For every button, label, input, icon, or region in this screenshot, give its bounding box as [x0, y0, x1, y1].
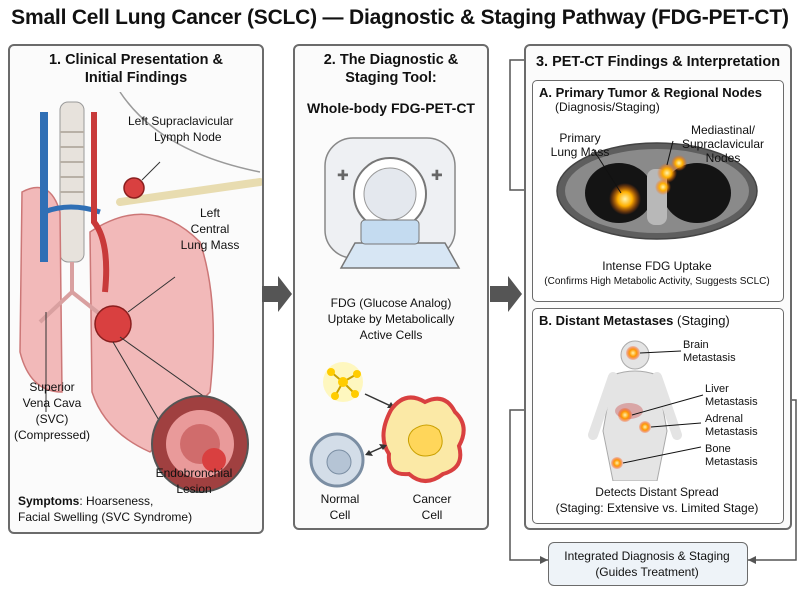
label-endo-1: Endobronchial [155, 466, 233, 480]
final-line1: Integrated Diagnosis & Staging [564, 549, 730, 563]
cancer-cell-label-1: Cancer [412, 492, 452, 506]
subB-heading-bold: B. Distant Metastases [539, 313, 674, 328]
ct-axial-image [556, 140, 758, 240]
body-metastasis-illustration [588, 340, 704, 481]
label-mass-2: Central [190, 222, 230, 236]
symptoms-label: Symptoms [18, 494, 80, 508]
panel3-heading: 3. PET-CT Findings & Interpretation [535, 54, 781, 70]
label-svc-3: (SVC) [35, 412, 69, 426]
fdg-molecule [338, 377, 348, 387]
detects-spread: Detects Distant Spread [595, 485, 719, 499]
bone-met-spot [611, 457, 623, 469]
uptake-label: Intense FDG Uptake [602, 259, 712, 273]
label-brain-1: Brain [683, 339, 709, 351]
cancer-cell-label-2: Cell [421, 508, 443, 522]
thorax-illustration [19, 92, 262, 493]
node-uptake-spot-1 [657, 163, 677, 183]
staging-note: (Staging: Extensive vs. Limited Stage) [555, 501, 759, 515]
label-primary-1: Primary [559, 131, 601, 145]
subpanel-primary-tumor: A. Primary Tumor & Regional Nodes (Diagn… [532, 80, 784, 302]
fdg-line2: Uptake by Metabolically [327, 312, 455, 326]
symptoms-line1: Symptoms: Hoarseness, [18, 494, 153, 508]
panel-clinical-presentation: 1. Clinical Presentation & Initial Findi… [8, 44, 264, 534]
pet-ct-scanner-illustration: ✚ ✚ [324, 137, 461, 269]
page-title: Small Cell Lung Cancer (SCLC) — Diagnost… [11, 6, 789, 29]
symptoms-text1: : Hoarseness, [79, 494, 154, 508]
right-lung [19, 186, 63, 393]
label-adrenal-1: Adrenal [705, 413, 743, 425]
panel-diagnostic-tool: 2. The Diagnostic & Staging Tool: Whole-… [293, 44, 489, 530]
label-bone-2: Metastasis [705, 456, 758, 468]
final-line2: (Guides Treatment) [595, 565, 699, 579]
label-nodes-2: Supraclavicular [681, 137, 765, 151]
label-svc-1: Superior [29, 380, 75, 394]
label-adrenal-2: Metastasis [705, 426, 758, 438]
label-liver-2: Metastasis [705, 396, 758, 408]
panel1-heading-line1: 1. Clinical Presentation & [48, 52, 224, 68]
label-svc-2: Vena Cava [22, 396, 82, 410]
label-supraclavicular-1: Left Supraclavicular [128, 114, 234, 128]
label-nodes-1: Mediastinal/ [690, 123, 756, 137]
adrenal-met-spot [639, 421, 651, 433]
panel-petct-findings: 3. PET-CT Findings & Interpretation A. P… [524, 44, 792, 530]
subB-heading: B. Distant Metastases (Staging) [539, 313, 730, 328]
central-lung-mass [94, 305, 132, 343]
label-svc-4: (Compressed) [13, 428, 91, 442]
integrated-diagnosis-box: Integrated Diagnosis & Staging (Guides T… [548, 542, 748, 586]
normal-cell-label-2: Cell [329, 508, 351, 522]
node-uptake-spot-3 [655, 179, 671, 195]
normal-cell-label-1: Normal [320, 492, 360, 506]
arrow-right-2 [490, 276, 522, 312]
label-brain-2: Metastasis [683, 352, 736, 364]
label-supraclavicular-2: Lymph Node [154, 130, 222, 144]
node-uptake-spot-2 [671, 155, 687, 171]
label-primary-2: Lung Mass [550, 145, 610, 159]
svg-text:✚: ✚ [431, 168, 443, 184]
subA-heading: A. Primary Tumor & Regional Nodes [539, 85, 762, 100]
panel2-heading-line1: 2. The Diagnostic & [323, 52, 459, 68]
fdg-line1: FDG (Glucose Analog) [330, 296, 452, 310]
panel2-heading-line2: Staging Tool: [345, 70, 437, 86]
uptake-confirms: (Confirms High Metabolic Activity, Sugge… [544, 276, 770, 287]
fdg-line3: Active Cells [359, 328, 423, 342]
label-bone-1: Bone [705, 443, 731, 455]
label-mass-3: Lung Mass [180, 238, 240, 252]
supraclavicular-node [123, 177, 145, 199]
symptoms-line2: Facial Swelling (SVC Syndrome) [18, 510, 193, 524]
cell-uptake-illustration [309, 362, 466, 488]
primary-uptake-spot [609, 183, 641, 215]
left-lung [89, 213, 215, 453]
arrow-right-1 [262, 276, 292, 312]
tool-name: Whole-body FDG-PET-CT [307, 100, 475, 116]
subB-heading-rest: (Staging) [673, 313, 730, 328]
subpanel-distant-metastases: B. Distant Metastases (Staging) Bra [532, 308, 784, 524]
panel1-heading-line2: Initial Findings [84, 70, 188, 86]
brain-met-spot [626, 346, 640, 360]
svg-text:✚: ✚ [337, 168, 349, 184]
label-liver-1: Liver [705, 383, 729, 395]
label-endo-2: Lesion [176, 482, 212, 496]
label-nodes-3: Nodes [705, 151, 741, 165]
liver-met-spot [618, 408, 632, 422]
subA-subheading: (Diagnosis/Staging) [555, 100, 660, 114]
label-mass-1: Left [199, 206, 220, 220]
